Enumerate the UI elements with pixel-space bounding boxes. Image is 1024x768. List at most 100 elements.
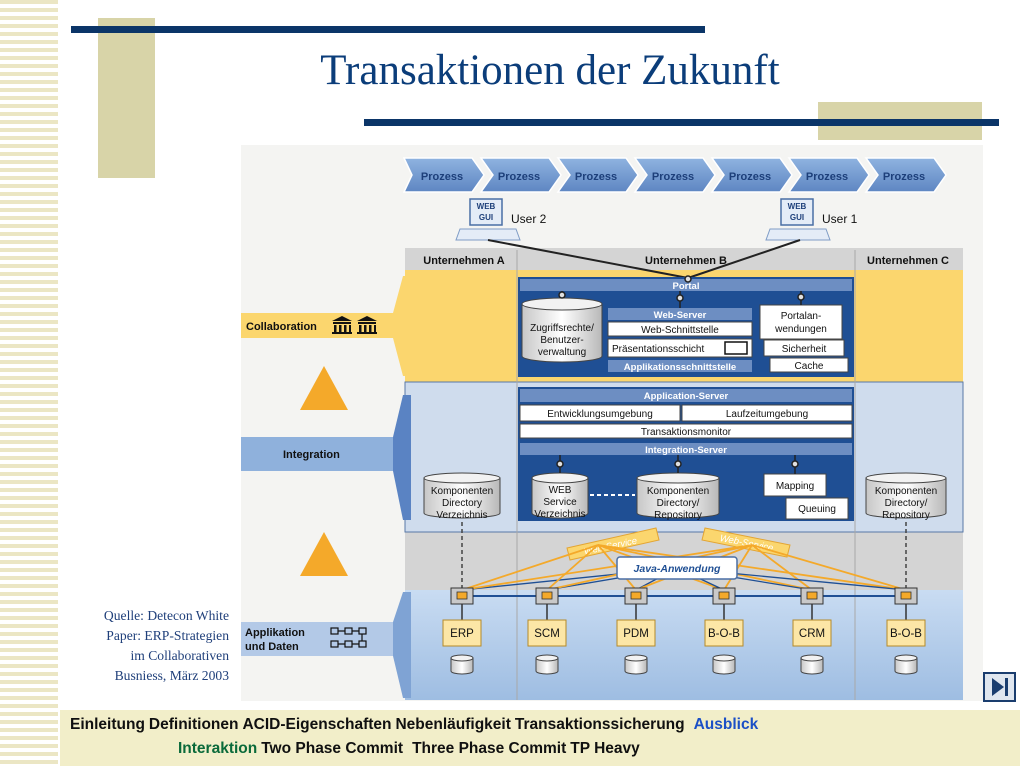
system-db-icon [894, 657, 918, 675]
user-1-label: User 1 [822, 212, 858, 226]
fan-line [723, 544, 753, 591]
db-text: Service [543, 497, 577, 508]
system-db-top [535, 654, 559, 662]
building-icon [357, 316, 377, 334]
source-line: Busniess, März 2003 [114, 668, 229, 683]
slide-title: Transaktionen der Zukunft [320, 47, 780, 94]
system-db-top [712, 654, 736, 662]
fan-line [461, 544, 753, 591]
web-gui-user-2: WEB GUI User 2 [455, 198, 547, 241]
security-box [763, 339, 845, 357]
nav-link-transaktionssicherung[interactable]: Transaktionssicherung [514, 716, 685, 733]
process-chevron [787, 157, 870, 193]
db-text: Repository [882, 510, 930, 521]
building-icon [332, 316, 352, 334]
process-chevron [556, 157, 639, 193]
presentation-label: Präsentationsschicht [612, 344, 704, 355]
db-component-directory-right: Komponenten Directory/ Repository [865, 472, 947, 521]
db-text: verwaltung [538, 347, 586, 358]
system-db-top [624, 654, 648, 662]
company-c-label: Unternehmen C [867, 255, 949, 267]
company-a-label: Unternehmen A [423, 255, 505, 267]
java-app-box [616, 556, 738, 580]
integration-server-bar [520, 443, 852, 455]
nav-link-nebenlaeufigkeit[interactable]: Nebenläufigkeit [395, 716, 511, 733]
db-user-access: Zugriffsrechte/ Benutzer- verwaltung [521, 297, 603, 363]
network-nodes-icon [330, 627, 367, 648]
web-gui-label: GUI [479, 213, 493, 222]
process-chevron [479, 157, 562, 193]
portal-title: Portal [673, 281, 700, 292]
db-component-directory-center: Komponenten Directory/ Repository [636, 472, 720, 521]
nav-link-einleitung[interactable]: Einleitung [70, 716, 145, 733]
cache-label: Cache [795, 361, 824, 372]
fan-line [546, 544, 599, 591]
portal-apps-label: Portalan- [781, 311, 822, 322]
dashed-verticals [461, 522, 907, 588]
portal-apps-label: wendungen [774, 324, 827, 335]
fan-line [597, 544, 907, 591]
system-db-top [800, 654, 824, 662]
system-db-icon [800, 657, 824, 675]
db-text: Benutzer- [540, 335, 583, 346]
process-chevron [710, 157, 793, 193]
queuing-box [785, 497, 849, 520]
process-step-label: Prozess [498, 171, 540, 183]
connector-port [806, 591, 818, 600]
runtime-env-label: Laufzeitumgebung [726, 409, 808, 420]
web-gui-label: GUI [790, 213, 804, 222]
app-server-title-bar [520, 389, 852, 402]
system-label: ERP [450, 628, 474, 640]
app-server-title: Application-Server [644, 391, 729, 402]
applications-label: und Daten [245, 641, 299, 653]
java-app-label: Java-Anwendung [634, 563, 722, 575]
system-box [792, 619, 832, 647]
up-arrow-triangle [300, 532, 348, 576]
process-step-label: Prozess [729, 171, 771, 183]
next-slide-button[interactable] [983, 672, 1016, 702]
tx-monitor-box [519, 423, 853, 439]
presentation-box [607, 338, 753, 358]
system-db-icon [535, 657, 559, 675]
system-db-top [450, 654, 474, 662]
system-box [527, 619, 567, 647]
process-step-label: Prozess [421, 171, 463, 183]
mapping-label: Mapping [776, 481, 814, 492]
nav-link-tp-heavy[interactable]: TP Heavy [570, 740, 640, 757]
system-label: B-O-B [708, 628, 740, 640]
db-text: WEB [549, 485, 572, 496]
nav-link-3pc[interactable]: Three Phase Commit [412, 740, 567, 757]
nav-link-ausblick[interactable]: Ausblick [693, 716, 759, 733]
runtime-env-box [681, 404, 853, 422]
applications-tab [241, 622, 393, 656]
web-gui-label: WEB [477, 202, 496, 211]
db-text: Directory [442, 498, 482, 509]
portal-connectors [556, 275, 805, 474]
source-line: Quelle: Detecon White [103, 608, 229, 623]
dev-env-label: Entwicklungsumgebung [547, 409, 653, 420]
fan-line [751, 544, 907, 591]
nav-link-definitionen[interactable]: Definitionen [148, 716, 239, 733]
system-db-icon [712, 657, 736, 675]
system-db-icon [624, 657, 648, 675]
process-step-label: Prozess [652, 171, 694, 183]
user-2-label: User 2 [511, 212, 547, 226]
process-chevron [864, 157, 947, 193]
process-chevron [402, 157, 485, 193]
web-interface-box [607, 321, 753, 337]
nav-link-acid[interactable]: ACID-Eigenschaften [242, 716, 392, 733]
db-web-service-directory: WEB Service Verzeichnis [531, 472, 589, 520]
integration-server-label: Integration-Server [645, 445, 727, 456]
connector-user-1 [687, 239, 801, 279]
nav-link-2pc[interactable]: Two Phase Commit [261, 740, 404, 757]
nav-link-interaktion[interactable]: Interaktion [178, 740, 258, 757]
db-text: Repository [654, 510, 702, 521]
next-slide-icon [992, 678, 1008, 696]
db-text: Komponenten [431, 486, 493, 497]
system-db-top [894, 654, 918, 662]
rule-top [71, 26, 705, 33]
queuing-label: Queuing [798, 504, 836, 515]
